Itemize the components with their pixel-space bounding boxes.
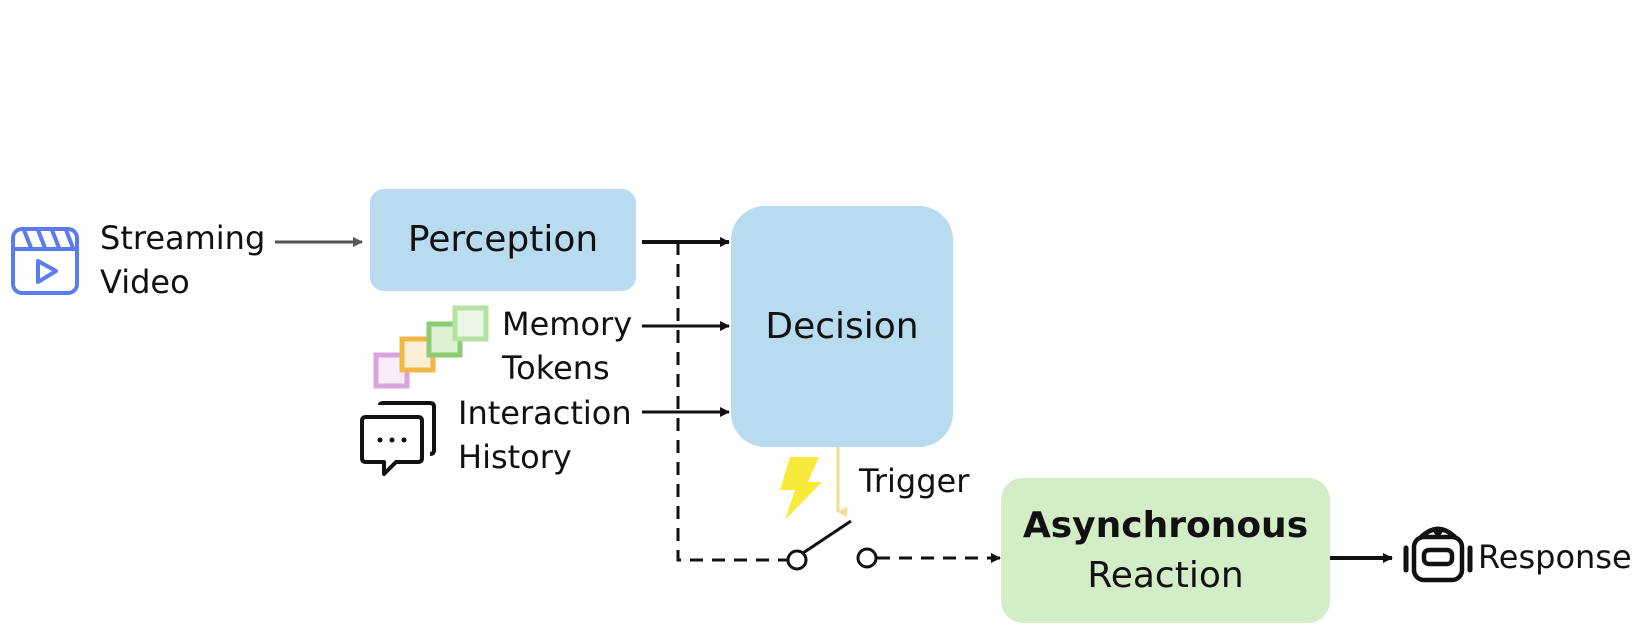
dashed-bypass-path: [676, 242, 787, 562]
interaction-history-line-1: Interaction: [458, 394, 632, 432]
switch-contact-left: [786, 549, 808, 571]
trigger-label: Trigger: [859, 462, 970, 500]
switch-lever: [802, 519, 852, 555]
streaming-video-label: Streaming Video: [100, 216, 265, 304]
reaction-title-line-1: Asynchronous: [1022, 504, 1309, 546]
interaction-history-line-2: History: [458, 438, 572, 476]
lightning-icon: [780, 457, 822, 520]
video-clapper-icon: [11, 227, 79, 295]
response-label: Response: [1478, 538, 1632, 576]
memory-tokens-line-1: Memory: [502, 305, 633, 343]
streaming-video-line-1: Streaming: [100, 219, 266, 257]
memory-tokens-icon: [373, 305, 489, 389]
perception-title: Perception: [407, 219, 599, 260]
streaming-video-line-2: Video: [100, 263, 190, 301]
switch-contact-right: [856, 547, 878, 569]
interaction-history-label: Interaction History: [458, 391, 632, 479]
memory-tokens-line-2: Tokens: [502, 349, 610, 387]
decision-box: Decision: [731, 206, 953, 447]
perception-box: Perception: [370, 189, 636, 291]
asynchronous-reaction-box: Asynchronous Reaction: [1001, 478, 1330, 623]
reaction-title-line-2: Reaction: [1087, 554, 1244, 596]
robot-icon: [1403, 526, 1473, 583]
chat-bubbles-icon: [360, 401, 436, 476]
memory-tokens-label: Memory Tokens: [502, 302, 632, 390]
decision-title: Decision: [765, 305, 919, 347]
